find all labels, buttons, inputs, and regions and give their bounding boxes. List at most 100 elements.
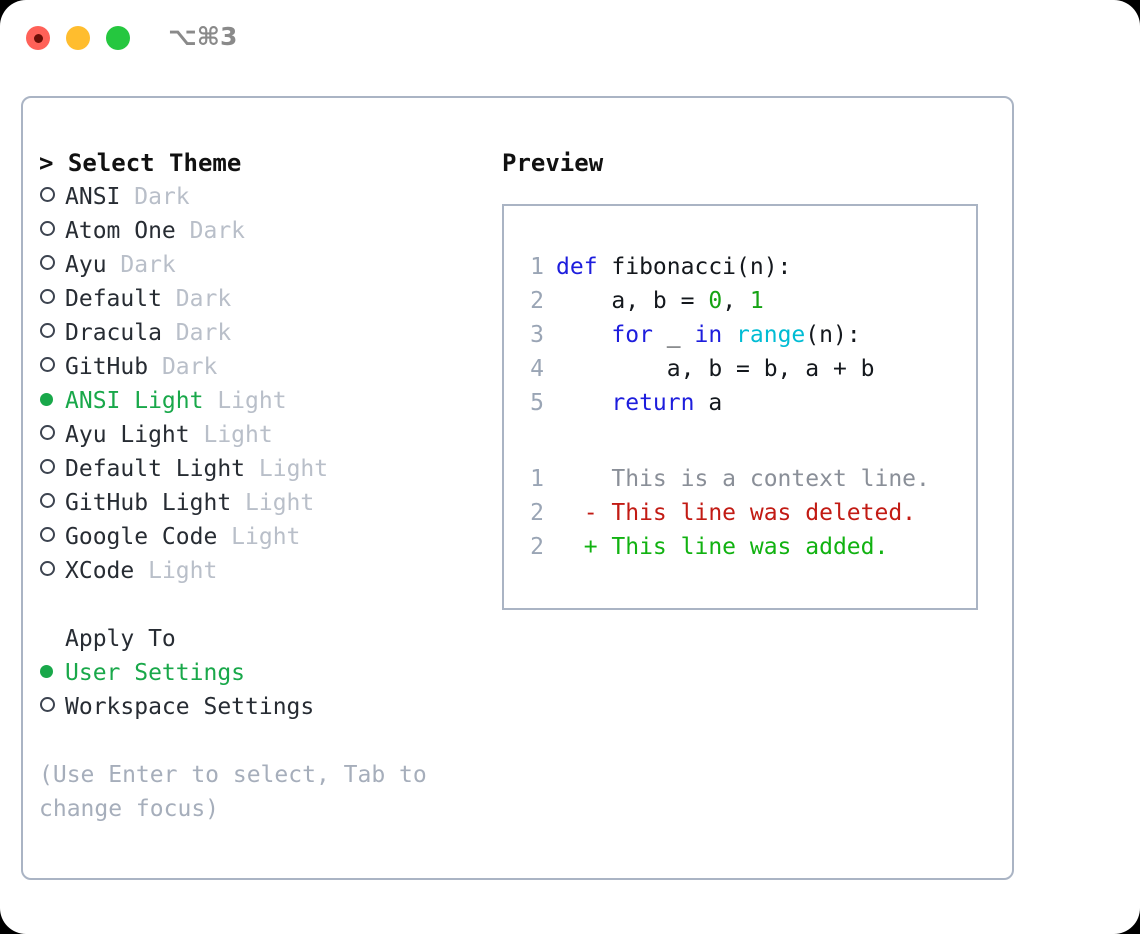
- bullet-shape: [40, 527, 55, 542]
- radio-selected-icon: [39, 384, 65, 418]
- radio-unselected-icon: [39, 316, 65, 350]
- code-token: range: [736, 322, 806, 348]
- code-line-2: 2 a, b = 0, 1: [504, 284, 976, 318]
- theme-name: Dracula: [65, 320, 176, 346]
- theme-variant-badge: Dark: [189, 218, 246, 244]
- code-token: 1: [749, 288, 764, 314]
- code-token: (n):: [736, 254, 792, 280]
- code-token: (n):: [805, 322, 861, 348]
- apply-to-option-0[interactable]: User Settings: [39, 656, 489, 690]
- theme-variant-badge: Dark: [120, 252, 176, 278]
- theme-name: GitHub: [65, 354, 162, 380]
- apply-to-option-1[interactable]: Workspace Settings: [39, 690, 489, 724]
- diff-line-number: 2: [530, 500, 544, 526]
- diff-sample: 1 This is a context line.2 - This line w…: [504, 462, 976, 564]
- minimize-dot[interactable]: [66, 26, 90, 50]
- keyboard-hint-text: (Use Enter to select, Tab to change focu…: [39, 762, 441, 822]
- line-number: 3: [530, 322, 544, 348]
- theme-option-0[interactable]: ANSI Dark: [39, 180, 489, 214]
- theme-variant-badge: Light: [258, 456, 329, 482]
- line-number: 2: [530, 288, 544, 314]
- diff-line-0: 1 This is a context line.: [504, 462, 976, 496]
- theme-option-9[interactable]: GitHub Light Light: [39, 486, 489, 520]
- code-line-3: 3 for _ in range(n):: [504, 318, 976, 352]
- diff-text: + This line was added.: [556, 534, 889, 560]
- diff-text: - This line was deleted.: [556, 500, 917, 526]
- radio-unselected-icon: [39, 452, 65, 486]
- theme-variant-badge: Light: [148, 558, 218, 584]
- maximize-dot[interactable]: [106, 26, 130, 50]
- code-token: a, b = b, a + b: [556, 356, 875, 382]
- theme-variant-badge: Light: [231, 524, 301, 550]
- radio-unselected-icon: [39, 554, 65, 588]
- bullet-shape: [40, 187, 55, 202]
- apply-to-label: Workspace Settings: [65, 694, 315, 720]
- theme-name: Google Code: [65, 524, 232, 550]
- code-token: [722, 322, 736, 348]
- radio-unselected-icon: [39, 214, 65, 248]
- bullet-shape: [40, 221, 55, 236]
- radio-unselected-icon: [39, 520, 65, 554]
- bullet-shape: [40, 323, 55, 338]
- theme-option-6[interactable]: ANSI Light Light: [39, 384, 489, 418]
- list-spacer: [39, 588, 489, 622]
- record-indicator-icon: [33, 33, 43, 43]
- theme-variant-badge: Light: [217, 388, 287, 414]
- theme-name: ANSI: [65, 184, 135, 210]
- bullet-shape: [40, 393, 53, 406]
- theme-option-1[interactable]: Atom One Dark: [39, 214, 489, 248]
- code-token: _: [652, 322, 695, 348]
- diff-text: This is a context line.: [556, 466, 930, 492]
- radio-unselected-icon: [39, 180, 65, 214]
- diff-line-number: 1: [530, 466, 544, 492]
- apply-to-header: Apply To: [65, 626, 176, 652]
- diff-line-number: 2: [530, 534, 544, 560]
- theme-name: XCode: [65, 558, 149, 584]
- theme-name: Default Light: [65, 456, 259, 482]
- bullet-shape: [40, 665, 53, 678]
- theme-option-5[interactable]: GitHub Dark: [39, 350, 489, 384]
- code-token: ,: [722, 288, 750, 314]
- radio-unselected-icon: [39, 418, 65, 452]
- theme-option-10[interactable]: Google Code Light: [39, 520, 489, 554]
- code-token: for: [611, 322, 653, 348]
- theme-name: Ayu: [65, 252, 121, 278]
- radio-unselected-icon: [39, 350, 65, 384]
- radio-unselected-icon: [39, 248, 65, 282]
- theme-option-8[interactable]: Default Light Light: [39, 452, 489, 486]
- theme-variant-badge: Dark: [134, 184, 190, 210]
- keyboard-shortcut-label: ⌥⌘3: [168, 22, 238, 51]
- theme-name: Default: [65, 286, 176, 312]
- code-token: [556, 322, 611, 348]
- theme-option-2[interactable]: Ayu Dark: [39, 248, 489, 282]
- theme-variant-badge: Dark: [175, 320, 232, 346]
- line-number: 1: [530, 254, 544, 280]
- diff-line-1: 2 - This line was deleted.: [504, 496, 976, 530]
- theme-option-4[interactable]: Dracula Dark: [39, 316, 489, 350]
- bullet-shape: [40, 697, 55, 712]
- radio-selected-icon: [39, 656, 65, 690]
- close-dot[interactable]: [26, 26, 50, 50]
- theme-variant-badge: Dark: [175, 286, 232, 312]
- bullet-shape: [40, 289, 55, 304]
- theme-option-3[interactable]: Default Dark: [39, 282, 489, 316]
- theme-name: GitHub Light: [65, 490, 246, 516]
- code-token: 0: [708, 288, 723, 314]
- theme-name: ANSI Light: [65, 388, 218, 414]
- bullet-shape: [40, 255, 55, 270]
- diff-line-2: 2 + This line was added.: [504, 530, 976, 564]
- theme-variant-badge: Light: [245, 490, 315, 516]
- radio-unselected-icon: [39, 690, 65, 724]
- theme-option-7[interactable]: Ayu Light Light: [39, 418, 489, 452]
- code-line-4: 4 a, b = b, a + b: [504, 352, 976, 386]
- title-bar: ⌥⌘3: [0, 0, 1140, 78]
- line-number: 5: [530, 390, 544, 416]
- theme-option-11[interactable]: XCode Light: [39, 554, 489, 588]
